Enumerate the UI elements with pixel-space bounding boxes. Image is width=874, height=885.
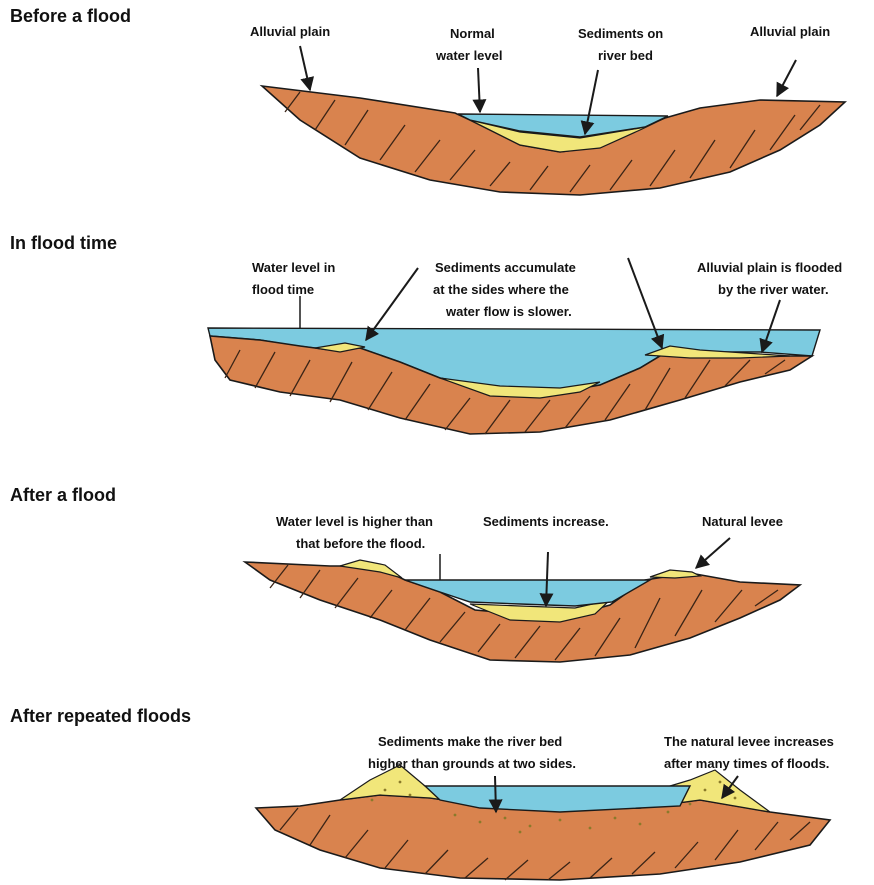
label-at-the-sides: at the sides where the [433,282,569,297]
label-by-river-water: by the river water. [718,282,829,297]
label-natural-levee: Natural levee [702,514,783,529]
panel-repeated-floods: After repeated floods Sediments make the… [10,706,834,880]
label-alluvial-plain-left: Alluvial plain [250,24,330,39]
arrow-river-bed [495,776,496,812]
natural-levee-right [650,570,700,578]
label-levee-increases: The natural levee increases [664,734,834,749]
label-before-the-flood: that before the flood. [296,536,425,551]
panel-title: After a flood [10,485,116,505]
panel-title: Before a flood [10,6,131,26]
panel-title: After repeated floods [10,706,191,726]
label-alluvial-flooded: Alluvial plain is flooded [697,260,842,275]
label-water-level-in: Water level in [252,260,335,275]
label-sediments-on: Sediments on [578,26,663,41]
label-river-bed: river bed [598,48,653,63]
label-sediments-make: Sediments make the river bed [378,734,562,749]
label-many-floods: after many times of floods. [664,756,829,771]
label-normal: Normal [450,26,495,41]
arrow-natural-levee [696,538,730,568]
panel-title: In flood time [10,233,117,253]
label-water-level: water level [435,48,503,63]
label-water-level-higher: Water level is higher than [276,514,433,529]
label-alluvial-plain-right: Alluvial plain [750,24,830,39]
label-higher-than-grounds: higher than grounds at two sides. [368,756,576,771]
panel-flood-time: In flood time Water level in flood time … [10,233,842,434]
label-sediments-accumulate: Sediments accumulate [435,260,576,275]
label-flood-time: flood time [252,282,314,297]
label-sediments-increase: Sediments increase. [483,514,609,529]
arrow-alluvial-left [300,46,310,90]
panel-before-flood: Before a flood Alluvial plain Normal wat… [10,6,845,195]
panel-after-flood: After a flood Water level is higher than… [10,485,800,662]
label-water-flow-slower: water flow is slower. [445,304,572,319]
arrow-alluvial-right [777,60,796,96]
arrow-normal-water-level [478,68,480,112]
